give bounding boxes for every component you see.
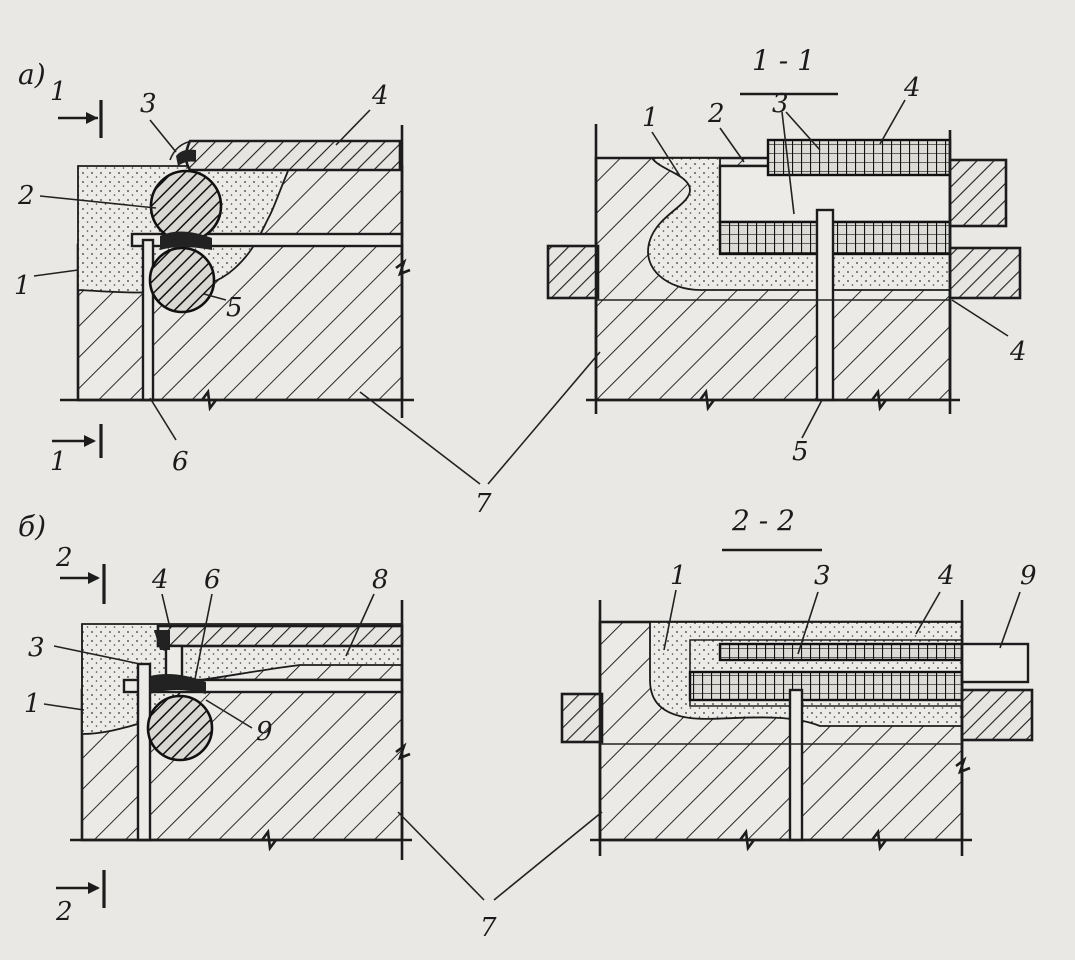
figure-b-section: 2 - 2 1 3 4 9 <box>560 504 1037 856</box>
anchor-bar <box>141 238 155 402</box>
callout-4: 4 <box>937 561 955 591</box>
figure-a-section: 1 - 1 1 2 3 4 <box>546 44 1027 467</box>
callout-6: 6 <box>172 447 189 477</box>
callout-2: 2 <box>17 181 35 211</box>
cut-mark-a-top: 1 <box>50 77 103 138</box>
callout-3: 3 <box>772 89 789 119</box>
callout-5: 5 <box>226 293 243 323</box>
bar-left <box>546 244 600 300</box>
callout-4-top: 4 <box>903 73 921 103</box>
callout-7-group-b: 7 <box>397 811 603 943</box>
anchor-bar <box>136 662 152 842</box>
callout-1: 1 <box>642 103 659 133</box>
callout-7: 7 <box>480 913 497 943</box>
anchor-bar <box>815 208 835 402</box>
callout-8: 8 <box>372 565 389 595</box>
cut-mark-b-top: 2 <box>55 543 106 604</box>
callout-3: 3 <box>140 89 157 119</box>
bar-left <box>560 692 604 744</box>
cut-mark-number: 1 <box>50 77 67 107</box>
welded-mesh-top <box>766 138 952 177</box>
bar-right-lower <box>960 688 1034 742</box>
anchor-bar <box>788 688 804 842</box>
rebar <box>146 694 214 762</box>
cut-mark-number: 2 <box>55 543 73 573</box>
rebar-lower <box>148 246 216 314</box>
welded-mesh-lower <box>718 220 952 256</box>
welded-mesh-top <box>718 642 964 662</box>
bar-right-lower <box>948 246 1022 300</box>
callout-1: 1 <box>670 561 687 591</box>
callout-1: 1 <box>14 271 31 301</box>
cut-mark-a-bottom: 1 <box>50 424 103 477</box>
welded-mesh-lower <box>688 670 964 702</box>
bar-right-upper <box>960 642 1030 684</box>
callout-9: 9 <box>1020 561 1037 591</box>
callout-7: 7 <box>475 489 492 519</box>
callout-5: 5 <box>792 437 809 467</box>
figure-a-plan: а) 1 1 <box>14 58 414 477</box>
cut-mark-number: 1 <box>50 447 67 477</box>
bar-right-upper <box>948 158 1008 228</box>
callout-9: 9 <box>256 717 273 747</box>
callout-4: 4 <box>371 81 389 111</box>
callout-4-side: 4 <box>1009 337 1027 367</box>
callout-6: 6 <box>204 565 221 595</box>
callout-4: 4 <box>151 565 169 595</box>
cut-mark-b-bottom: 2 <box>55 870 106 927</box>
variant-label-a: а) <box>18 58 46 91</box>
rebar-upper <box>149 169 223 243</box>
callout-3: 3 <box>28 633 45 663</box>
callout-1: 1 <box>24 689 41 719</box>
cover-plate <box>184 139 402 172</box>
section-title-a: 1 - 1 <box>752 44 815 77</box>
figure-b-plan: б) 2 2 <box>18 510 412 927</box>
cut-mark-number: 2 <box>55 897 73 927</box>
section-title-b: 2 - 2 <box>731 504 795 537</box>
callout-3: 3 <box>814 561 831 591</box>
callout-2: 2 <box>707 99 725 129</box>
cover-plate <box>156 624 404 648</box>
callout-7-group-a: 7 <box>359 351 601 519</box>
variant-label-b: б) <box>18 510 46 543</box>
